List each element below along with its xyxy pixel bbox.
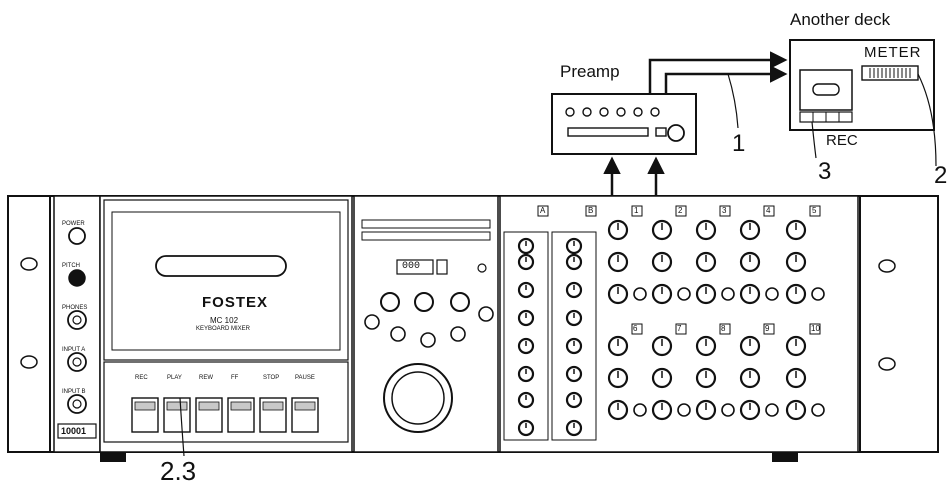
solo-button bbox=[678, 404, 690, 416]
rec-label: REC bbox=[826, 132, 858, 149]
level-meter-l bbox=[362, 220, 490, 228]
serial-label: 10001 bbox=[61, 426, 86, 436]
transport-key-label: FF bbox=[231, 375, 238, 381]
solo-button bbox=[812, 288, 824, 300]
brand-logo: FOSTEX bbox=[202, 294, 268, 311]
channel-number: 3 bbox=[722, 206, 726, 215]
meter-label: METER bbox=[864, 44, 922, 61]
rack-hole bbox=[879, 358, 895, 370]
callout-1: 1 bbox=[732, 130, 745, 158]
channel-number: 4 bbox=[766, 206, 770, 215]
preamp bbox=[552, 94, 696, 154]
callout-2-3: 2.3 bbox=[160, 456, 196, 487]
button bbox=[479, 307, 493, 321]
callout-2: 2 bbox=[934, 162, 947, 190]
foot bbox=[100, 452, 126, 462]
channel-number: 7 bbox=[677, 324, 681, 333]
knob bbox=[451, 293, 469, 311]
channel-number: 8 bbox=[721, 324, 725, 333]
callout-3: 3 bbox=[818, 158, 831, 186]
knob bbox=[381, 293, 399, 311]
rack-hole bbox=[879, 260, 895, 272]
section-tag: A bbox=[540, 206, 545, 215]
left-panel-label: POWER bbox=[62, 221, 85, 227]
left-panel-label: PITCH bbox=[62, 263, 80, 269]
section-tag: B bbox=[588, 206, 593, 215]
transport-key-label: STOP bbox=[263, 375, 279, 381]
left-panel-label: INPUT B bbox=[62, 389, 86, 395]
channel-number: 10 bbox=[811, 324, 820, 333]
foot bbox=[772, 452, 798, 462]
left-rack-ear bbox=[8, 196, 50, 452]
left-panel-label: INPUT A bbox=[62, 347, 85, 353]
button bbox=[421, 333, 435, 347]
right-rack-ear bbox=[860, 196, 938, 452]
channel-number: 5 bbox=[812, 206, 816, 215]
transport-key-label: PAUSE bbox=[295, 375, 315, 381]
another-deck-label: Another deck bbox=[790, 10, 890, 30]
button bbox=[451, 327, 465, 341]
solo-button bbox=[678, 288, 690, 300]
level-meter-r bbox=[362, 232, 490, 240]
preamp-label: Preamp bbox=[560, 62, 620, 82]
model-subtitle: KEYBOARD MIXER bbox=[196, 326, 250, 332]
solo-button bbox=[634, 404, 646, 416]
rack-hole bbox=[21, 258, 37, 270]
center-section bbox=[354, 196, 498, 452]
tape-window bbox=[156, 256, 286, 276]
channel-number: 1 bbox=[634, 206, 638, 215]
cassette-door bbox=[104, 200, 348, 360]
channel-number: 9 bbox=[765, 324, 769, 333]
button bbox=[365, 315, 379, 329]
solo-button bbox=[722, 404, 734, 416]
pitch-knob bbox=[69, 270, 85, 286]
button bbox=[391, 327, 405, 341]
solo-button bbox=[634, 288, 646, 300]
transport-key-label: REC bbox=[135, 375, 148, 381]
counter-reset-button bbox=[437, 260, 447, 274]
transport-key-label: PLAY bbox=[167, 375, 182, 381]
left-panel-label: PHONES bbox=[62, 305, 87, 311]
solo-button bbox=[722, 288, 734, 300]
channel-number: 6 bbox=[633, 324, 637, 333]
knob bbox=[415, 293, 433, 311]
solo-button bbox=[766, 288, 778, 300]
counter-value: 000 bbox=[402, 261, 420, 272]
solo-button bbox=[812, 404, 824, 416]
power-switch bbox=[69, 228, 85, 244]
rack-hole bbox=[21, 356, 37, 368]
channel-number: 2 bbox=[678, 206, 682, 215]
transport-key-label: REW bbox=[199, 375, 213, 381]
left-control-strip bbox=[54, 196, 100, 452]
solo-button bbox=[766, 404, 778, 416]
model-label: MC 102 bbox=[210, 316, 238, 325]
